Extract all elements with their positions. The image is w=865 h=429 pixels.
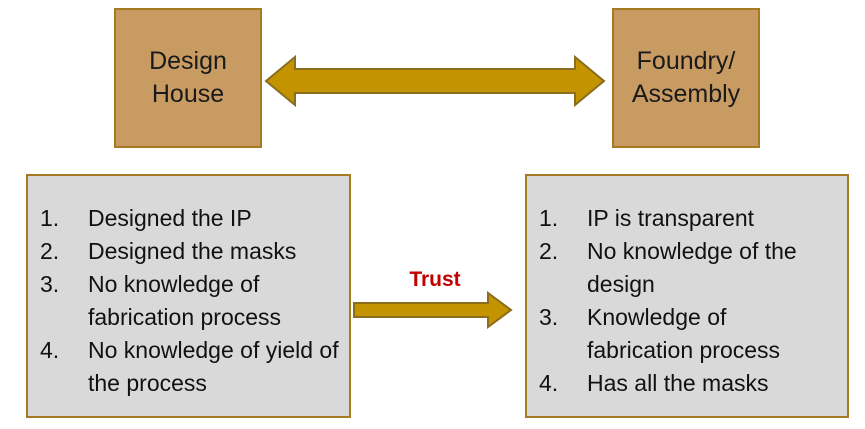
- list-item: 1. IP is transparent: [539, 205, 755, 231]
- list-item: 4. Has all the masks: [539, 370, 769, 396]
- design-house-knowledge-list: 1. Designed the IP 2. Designed the masks…: [26, 174, 351, 418]
- trust-label: Trust: [409, 268, 461, 291]
- trust-arrow: [353, 291, 513, 329]
- list-item: 4. No knowledge of yield of the process: [40, 337, 339, 396]
- list-item: 3. No knowledge of fabrication process: [40, 271, 282, 330]
- foundry-knowledge-list: 1. IP is transparent 2. No knowledge of …: [525, 174, 849, 418]
- list-item: 2. Designed the masks: [40, 238, 297, 264]
- list-item: 2. No knowledge of the design: [539, 238, 797, 297]
- design-house-label: Design House: [149, 47, 227, 108]
- double-arrow: [264, 54, 606, 108]
- foundry-assembly-box: Foundry/ Assembly: [612, 8, 760, 148]
- foundry-assembly-label: Foundry/ Assembly: [631, 47, 741, 108]
- list-item: 3. Knowledge of fabrication process: [539, 304, 781, 363]
- list-item: 1. Designed the IP: [40, 205, 252, 231]
- design-house-box: Design House: [114, 8, 262, 148]
